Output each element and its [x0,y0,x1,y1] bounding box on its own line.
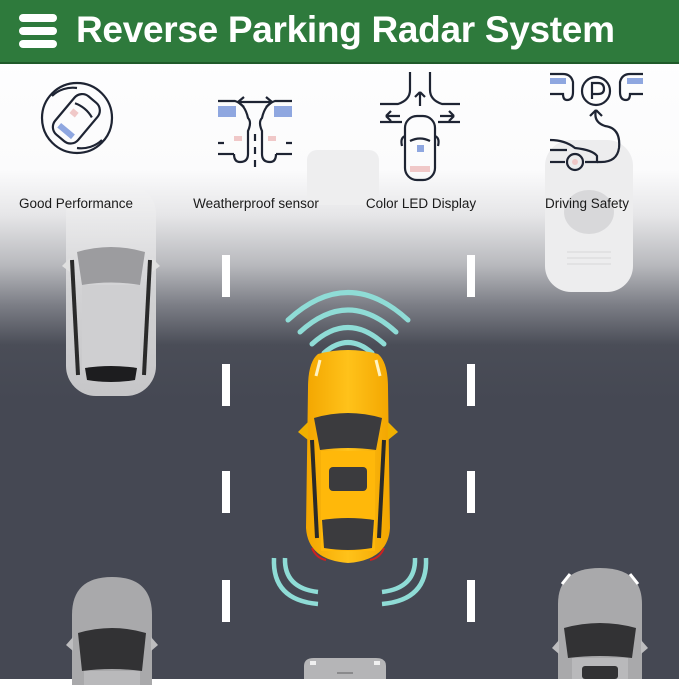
lane-dash [467,580,475,622]
radar-waves-front [285,290,411,355]
grey-car-top-center [307,150,379,205]
lane-dash [222,580,230,622]
feature-label: Good Performance [18,196,134,211]
feature-label: Color LED Display [365,196,477,211]
parking-route-icon [549,72,643,172]
car-intersection-arrows-icon [380,72,460,182]
feature-driving-safety [500,66,670,186]
header-banner: Reverse Parking Radar System [0,0,679,64]
hamburger-menu-icon[interactable] [19,14,57,52]
feature-label: Weatherproof sensor [193,196,319,211]
feature-good-performance [0,66,162,186]
radar-waves-rear-left [271,557,319,607]
car-rotating-circle-icon [40,81,114,155]
yellow-car [298,350,398,563]
grey-car-bottom-right [552,568,648,679]
cars-distance-arrows-icon [218,96,292,167]
grey-car-left [62,184,160,396]
feature-color-led-display [335,66,505,186]
page-title: Reverse Parking Radar System [76,9,615,50]
lane-dash [467,255,475,297]
lane-dash [222,255,230,297]
grey-car-right [545,140,633,292]
lane-dash [222,364,230,406]
lane-dash [467,364,475,406]
grey-car-bottom-center [304,658,386,679]
lane-dash [222,471,230,513]
feature-weatherproof-sensor [170,66,340,186]
feature-label: Driving Safety [544,196,630,211]
grey-car-bottom-left [66,577,158,685]
lane-dash [467,471,475,513]
radar-waves-rear-right [381,557,429,607]
